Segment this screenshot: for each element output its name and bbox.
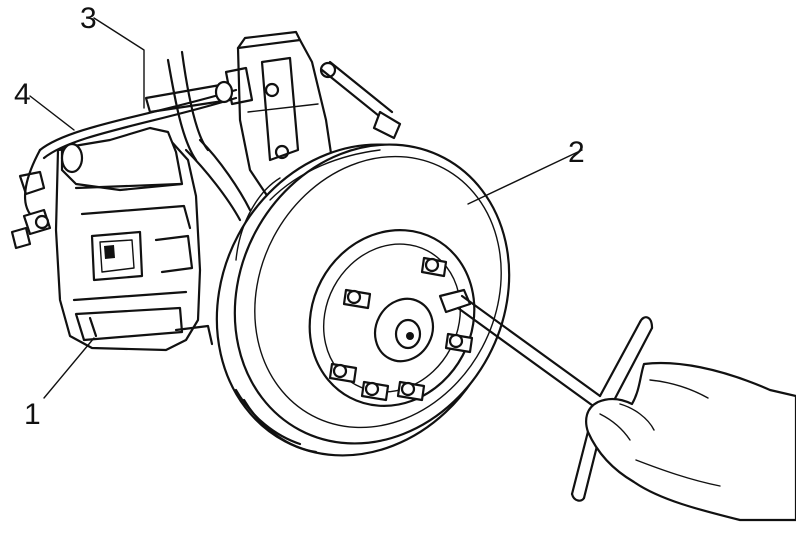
brake-disc xyxy=(215,143,511,457)
steering-knuckle xyxy=(166,30,402,222)
wheel-stud xyxy=(444,332,474,354)
callout-4: 4 xyxy=(14,78,31,111)
callout-2: 2 xyxy=(568,136,585,169)
wheel-stud xyxy=(396,380,426,402)
leader-line-4 xyxy=(29,95,75,131)
leader-line-1 xyxy=(43,337,95,399)
wheel-stud xyxy=(360,380,390,402)
hand xyxy=(585,361,796,522)
brake-caliper xyxy=(10,126,214,352)
leader-lines xyxy=(29,17,583,399)
wheel-stud xyxy=(420,256,448,278)
callout-1: 1 xyxy=(24,398,41,431)
wheel-stud xyxy=(328,362,358,384)
brake-hose xyxy=(23,80,238,216)
callout-3: 3 xyxy=(80,2,97,35)
leader-line-2 xyxy=(467,149,583,205)
leader-line-3 xyxy=(93,17,145,109)
wheel-stud xyxy=(342,288,372,310)
